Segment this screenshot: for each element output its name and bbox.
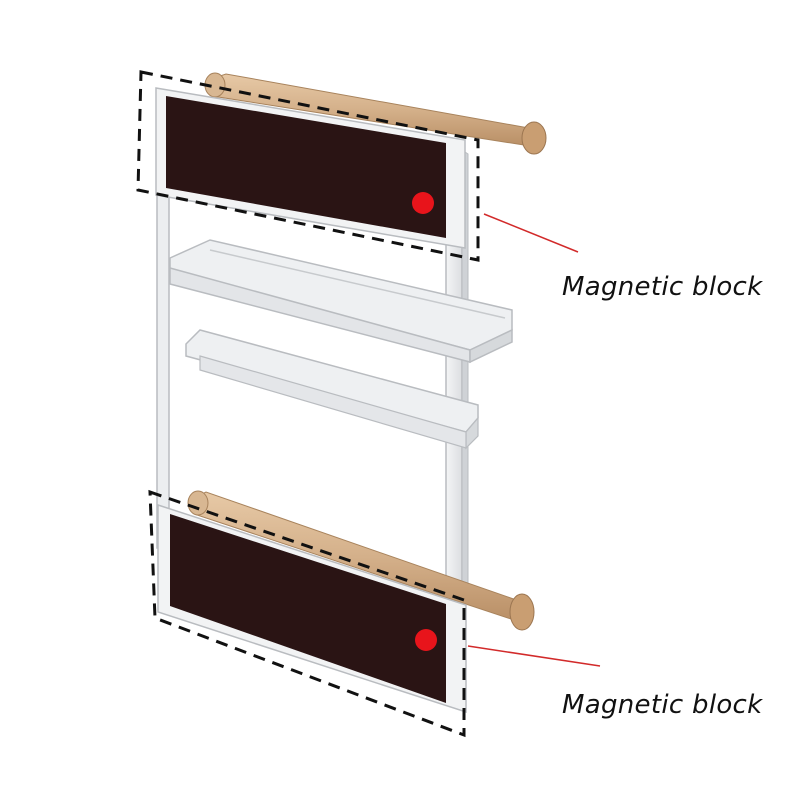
bottom-wood-rod xyxy=(187,490,535,631)
bottom-magnetic-panel xyxy=(157,503,467,714)
callout-label-bottom: Magnetic block xyxy=(562,690,763,720)
bottom-dashed-outline xyxy=(148,489,466,738)
middle-tray xyxy=(169,239,513,364)
towel-bar xyxy=(185,329,479,450)
indicator-dot xyxy=(415,629,437,651)
top-magnetic-panel xyxy=(155,87,466,249)
indicator-dot xyxy=(412,192,434,214)
top-wood-rod xyxy=(204,72,547,155)
bottom-leader-line xyxy=(467,645,601,667)
top-leader-line xyxy=(483,213,579,253)
top-dashed-outline xyxy=(136,70,480,262)
callout-label-top: Magnetic block xyxy=(562,272,763,302)
